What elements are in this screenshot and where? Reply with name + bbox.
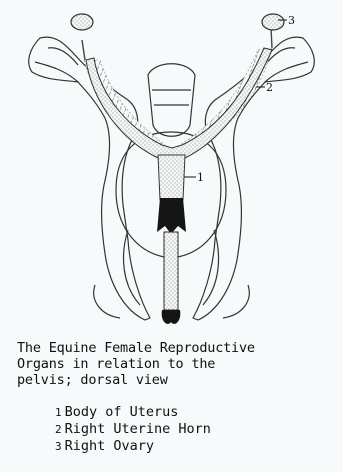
legend-item-body-of-uterus: 1Body of Uterus (55, 404, 211, 421)
legend-number: 2 (55, 423, 62, 436)
legend-label: Body of Uterus (65, 404, 179, 420)
legend-label: Right Uterine Horn (65, 421, 211, 437)
callout-3: 3 (288, 14, 295, 27)
legend-list: 1Body of Uterus 2Right Uterine Horn 3Rig… (55, 404, 211, 455)
sacrum (148, 64, 195, 137)
cervix (157, 198, 186, 234)
uterus-body (158, 155, 185, 200)
callout-1: 1 (197, 171, 204, 184)
right-ovary (262, 14, 284, 30)
vagina (164, 232, 178, 310)
legend-item-right-uterine-horn: 2Right Uterine Horn (55, 421, 211, 438)
left-ovary (71, 14, 93, 30)
vulva (162, 310, 181, 324)
figure-caption: The Equine Female Reproductive Organs in… (17, 340, 337, 388)
pelvis-reproductive-diagram: 3 2 1 (0, 0, 343, 335)
legend-number: 1 (55, 406, 62, 419)
left-ilium (29, 37, 150, 320)
legend-item-right-ovary: 3Right Ovary (55, 438, 211, 455)
legend-label: Right Ovary (65, 438, 154, 454)
callout-2: 2 (266, 81, 273, 94)
legend-number: 3 (55, 440, 62, 453)
